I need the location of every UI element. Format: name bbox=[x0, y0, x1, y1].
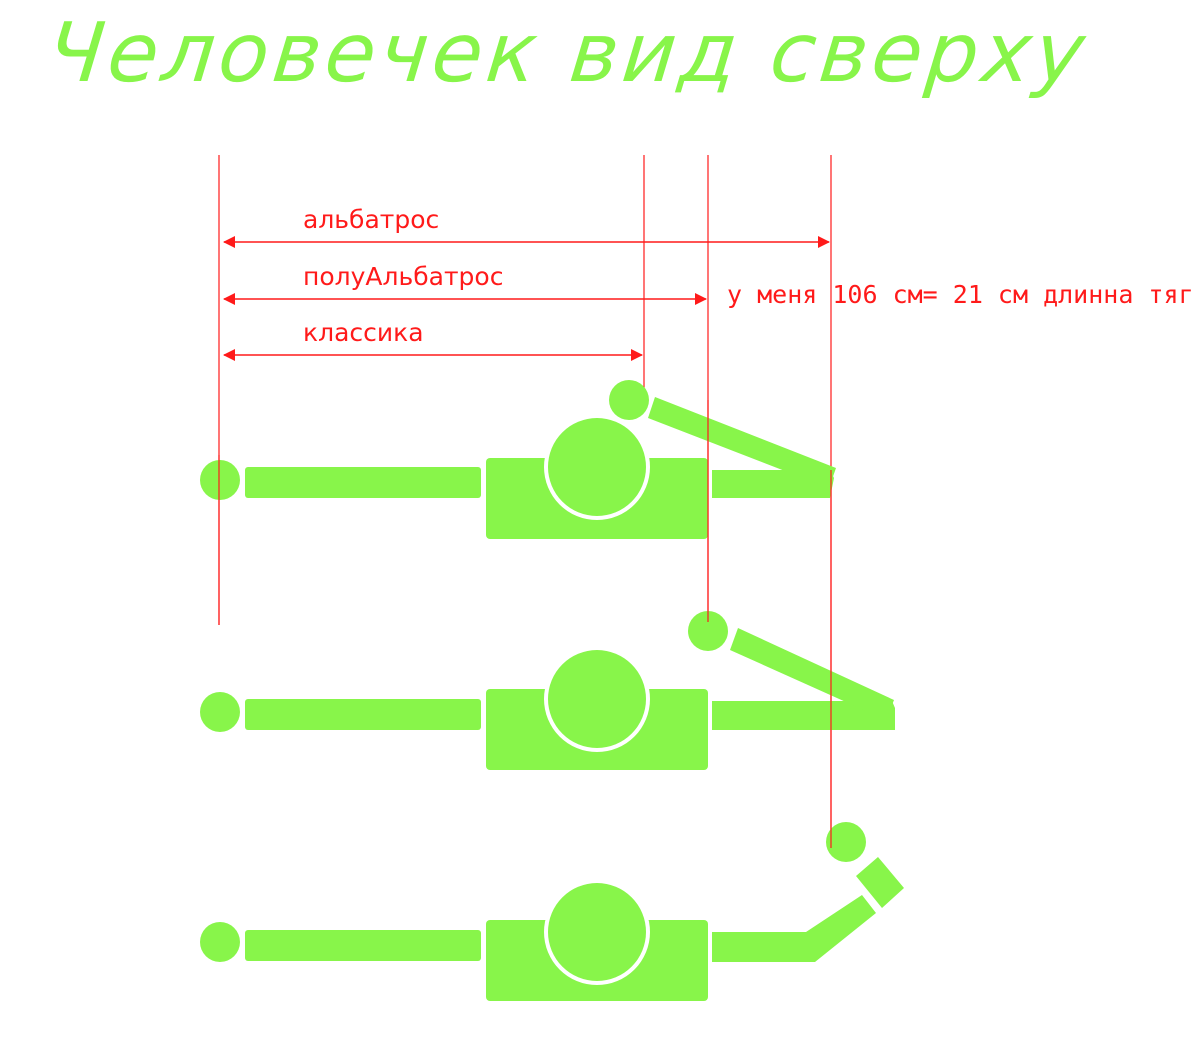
arm-right bbox=[712, 895, 876, 962]
head bbox=[548, 883, 646, 981]
arm-left bbox=[245, 467, 481, 498]
length-note: у меня 106 см= 21 см длинна тяг bbox=[727, 280, 1194, 309]
hand-left bbox=[200, 460, 240, 500]
head bbox=[548, 418, 646, 516]
forearm-right-raised bbox=[648, 397, 836, 488]
dimension-arrows bbox=[223, 236, 830, 361]
head bbox=[548, 650, 646, 748]
forearm-right-raised bbox=[730, 628, 894, 720]
forearm-right-raised bbox=[856, 857, 904, 908]
figure-half-albatross bbox=[200, 611, 895, 770]
label-half-albatross: полуАльбатрос bbox=[303, 262, 503, 291]
figure-classic bbox=[200, 380, 836, 539]
hand-right bbox=[826, 822, 866, 862]
hand-left bbox=[200, 922, 240, 962]
label-classic: классика bbox=[303, 318, 424, 347]
label-albatross: альбатрос bbox=[303, 205, 439, 234]
hand-right bbox=[688, 611, 728, 651]
arm-left bbox=[245, 699, 481, 730]
arm-right bbox=[712, 701, 895, 730]
hand-right bbox=[609, 380, 649, 420]
hand-left bbox=[200, 692, 240, 732]
figure-albatross bbox=[200, 822, 904, 1001]
arm-left bbox=[245, 930, 481, 961]
